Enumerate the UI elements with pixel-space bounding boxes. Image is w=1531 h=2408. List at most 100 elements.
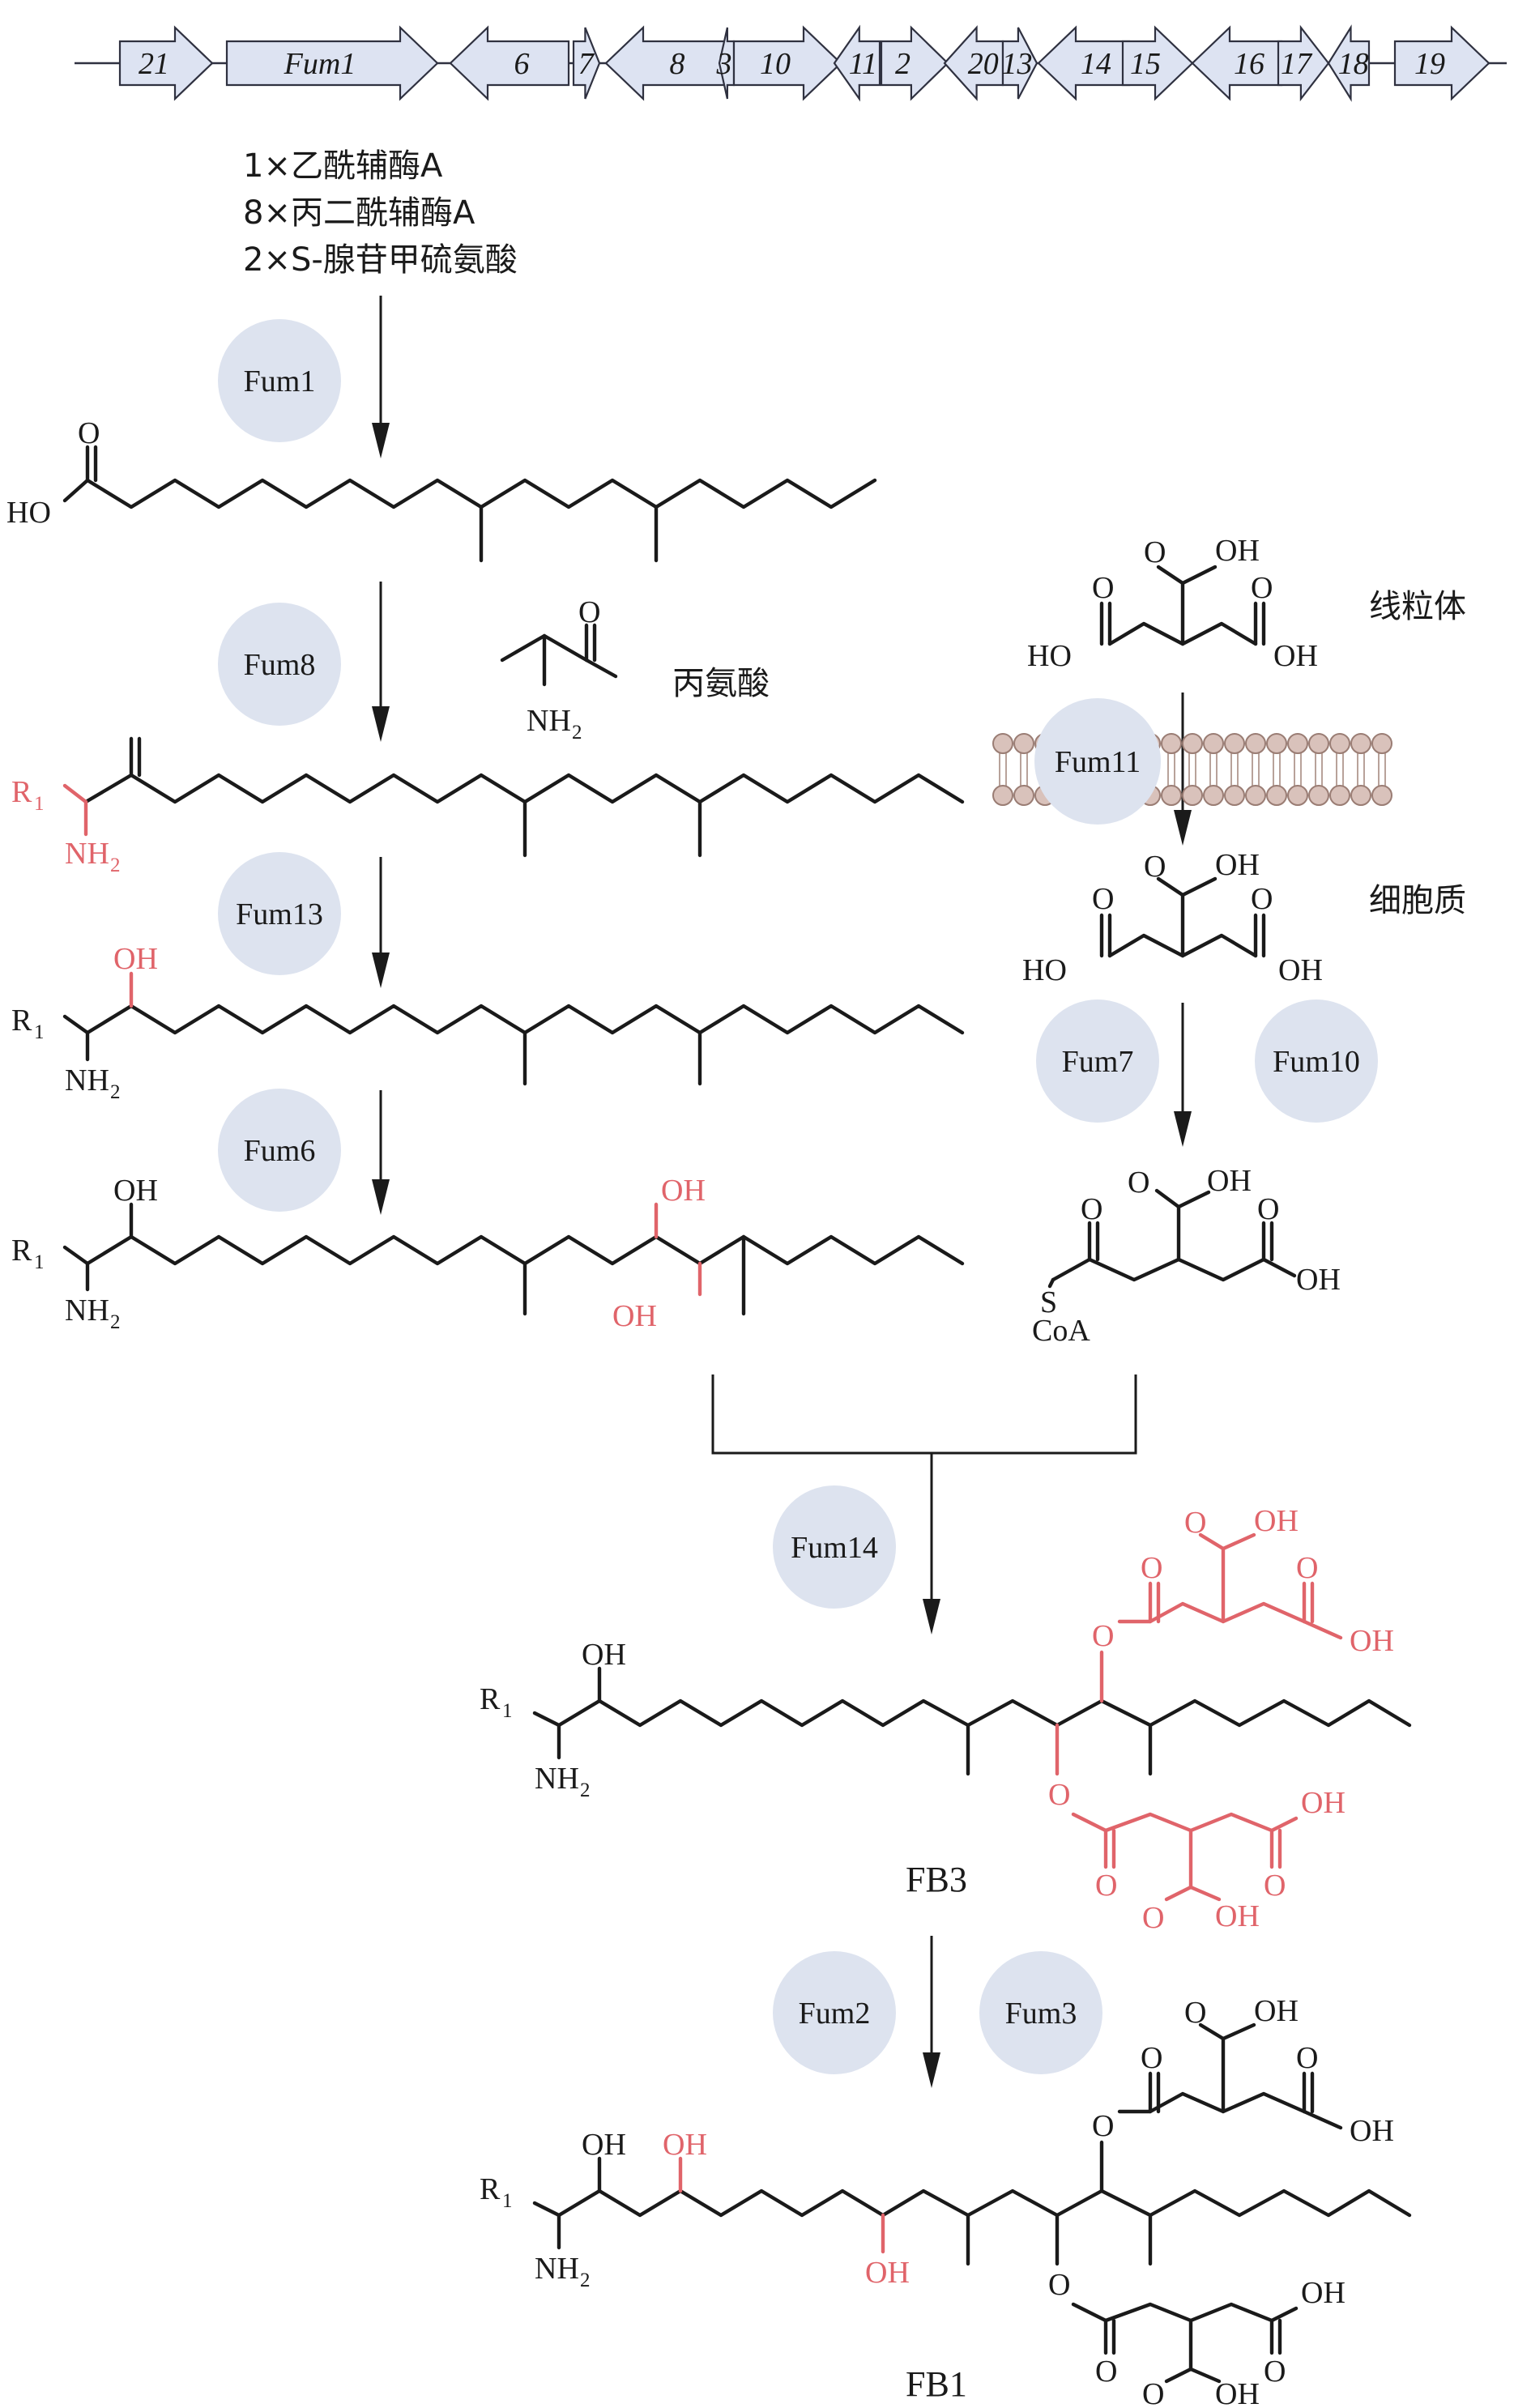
svg-text:Fum6: Fum6: [244, 1134, 316, 1168]
atom-o: O: [1092, 571, 1114, 605]
arrow-fum2-fum3: [923, 1936, 940, 2088]
atom-o: O: [1141, 1551, 1162, 1585]
arrow-fum7-fum10: [1174, 1003, 1192, 1147]
arrow-fum6: [372, 1090, 390, 1215]
atom-sub: 1: [34, 1021, 45, 1043]
enzyme-fum7: Fum7: [1036, 999, 1159, 1123]
gene-label: 15: [1130, 47, 1161, 81]
atom-nh: NH: [535, 2252, 579, 2286]
atom-oh: OH: [865, 2256, 910, 2290]
atom-nh: NH: [65, 1063, 109, 1097]
label-mitochondria: 线粒体: [1369, 588, 1466, 625]
gene-label: Fum1: [284, 47, 356, 81]
atom-oh: OH: [1273, 639, 1318, 673]
enzyme-fum10: Fum10: [1255, 999, 1378, 1123]
molecule-alanine: O NH 2: [500, 595, 618, 744]
molecule-aminoketone: R 1 NH 2: [11, 736, 965, 876]
svg-text:Fum13: Fum13: [236, 897, 323, 931]
atom-oh: OH: [1301, 1786, 1345, 1820]
atom-o: O: [1184, 1506, 1206, 1540]
atom-o: O: [1142, 2377, 1164, 2408]
gene-arrow-10: 10: [732, 25, 842, 101]
atom-o: O: [1144, 535, 1166, 569]
gene-label: 3: [715, 47, 731, 81]
enzyme-fum1: Fum1: [218, 319, 341, 442]
svg-text:Fum10: Fum10: [1273, 1045, 1360, 1079]
enzyme-fum6: Fum6: [218, 1089, 341, 1212]
gene-label: 10: [760, 47, 791, 81]
atom-nh: NH: [527, 704, 571, 738]
atom-sub: 2: [572, 722, 582, 744]
atom-oh: OH: [1215, 848, 1260, 882]
gene-arrow-2: 2: [880, 25, 949, 101]
molecule-hydroxylated: R 1 NH 2 OH OH OH: [11, 1174, 965, 1333]
atom-oh: OH: [1350, 1624, 1394, 1658]
label-cytoplasm: 细胞质: [1369, 882, 1466, 919]
molecule-fb1: R 1 NH 2 OH OH OH O O O OH O OH O O O O: [480, 1994, 1412, 2408]
gene-arrow-8: 8: [604, 25, 726, 101]
atom-sub: 2: [580, 2269, 591, 2291]
atom-sub: 1: [34, 1251, 45, 1273]
atom-r: R: [11, 1004, 32, 1038]
atom-oh: OH: [1296, 1263, 1341, 1297]
atom-oh: OH: [1301, 2276, 1345, 2310]
atom-o: O: [1092, 2109, 1114, 2143]
gene-label: 16: [1234, 47, 1264, 81]
gene-label: 20: [968, 47, 999, 81]
gene-label: 19: [1414, 47, 1445, 81]
substrate-sam: 2×S-腺苷甲硫氨酸: [243, 241, 518, 279]
atom-sub: 2: [110, 1081, 121, 1103]
enzyme-fum11: Fum11: [1034, 698, 1161, 825]
gene-label: 8: [670, 47, 685, 81]
atom-o: O: [1251, 571, 1273, 605]
enzyme-fum14: Fum14: [773, 1485, 896, 1609]
svg-text:Fum7: Fum7: [1062, 1045, 1134, 1079]
molecule-reduced: R 1 NH 2 OH: [11, 942, 965, 1103]
gene-arrow-17: 17: [1277, 24, 1330, 102]
atom-o: O: [1296, 1551, 1318, 1585]
gene-label: 14: [1081, 47, 1111, 81]
atom-o: O: [1092, 1619, 1114, 1653]
atom-oh: OH: [1350, 2114, 1394, 2148]
gene-arrow-fum1: Fum1: [225, 25, 439, 101]
atom-oh: OH: [1254, 1504, 1299, 1538]
atom-o: O: [1251, 882, 1273, 916]
molecule-citrate-mitochondria: O HO O OH O OH: [1027, 534, 1318, 673]
atom-o: O: [578, 595, 600, 629]
gene-label: 13: [1001, 47, 1032, 81]
gene-label: 17: [1281, 47, 1313, 81]
atom-o: O: [1144, 850, 1166, 884]
gene-arrow-19: 19: [1393, 25, 1490, 101]
molecule-polyketide: O HO: [6, 416, 877, 563]
atom-coa: CoA: [1032, 1314, 1090, 1348]
gene-arrow-13: 13: [1001, 27, 1038, 100]
gene-arrow-18: 18: [1327, 24, 1371, 102]
atom-o: O: [78, 416, 100, 450]
atom-r: R: [480, 1682, 501, 1716]
atom-nh: NH: [65, 1294, 109, 1328]
gene-label: 11: [849, 47, 877, 81]
atom-oh: OH: [1207, 1164, 1252, 1198]
atom-oh: OH: [113, 942, 158, 976]
atom-oh: OH: [582, 2128, 626, 2162]
atom-s: S: [1040, 1285, 1057, 1319]
gene-label: 18: [1338, 47, 1369, 81]
atom-o: O: [1128, 1166, 1149, 1200]
atom-oh: OH: [663, 2128, 707, 2162]
atom-o: O: [1092, 882, 1114, 916]
gene-arrow-3: 3: [715, 27, 736, 100]
gene-arrow-15: 15: [1121, 25, 1194, 101]
atom-o: O: [1048, 2268, 1070, 2302]
substrate-list: 1×乙酰辅酶A 8×丙二酰辅酶A 2×S-腺苷甲硫氨酸: [243, 147, 518, 279]
atom-o: O: [1048, 1778, 1070, 1812]
svg-text:Fum14: Fum14: [791, 1531, 878, 1565]
enzyme-fum2: Fum2: [773, 1951, 896, 2074]
atom-nh: NH: [65, 837, 109, 871]
arrow-fum8: [372, 582, 390, 742]
atom-ho: HO: [1022, 953, 1067, 987]
atom-o: O: [1264, 1869, 1286, 1903]
gene-arrow-7: 7: [572, 27, 601, 100]
atom-oh: OH: [612, 1299, 657, 1333]
gene-arrow-21: 21: [118, 25, 214, 101]
arrow-fum13: [372, 857, 390, 988]
